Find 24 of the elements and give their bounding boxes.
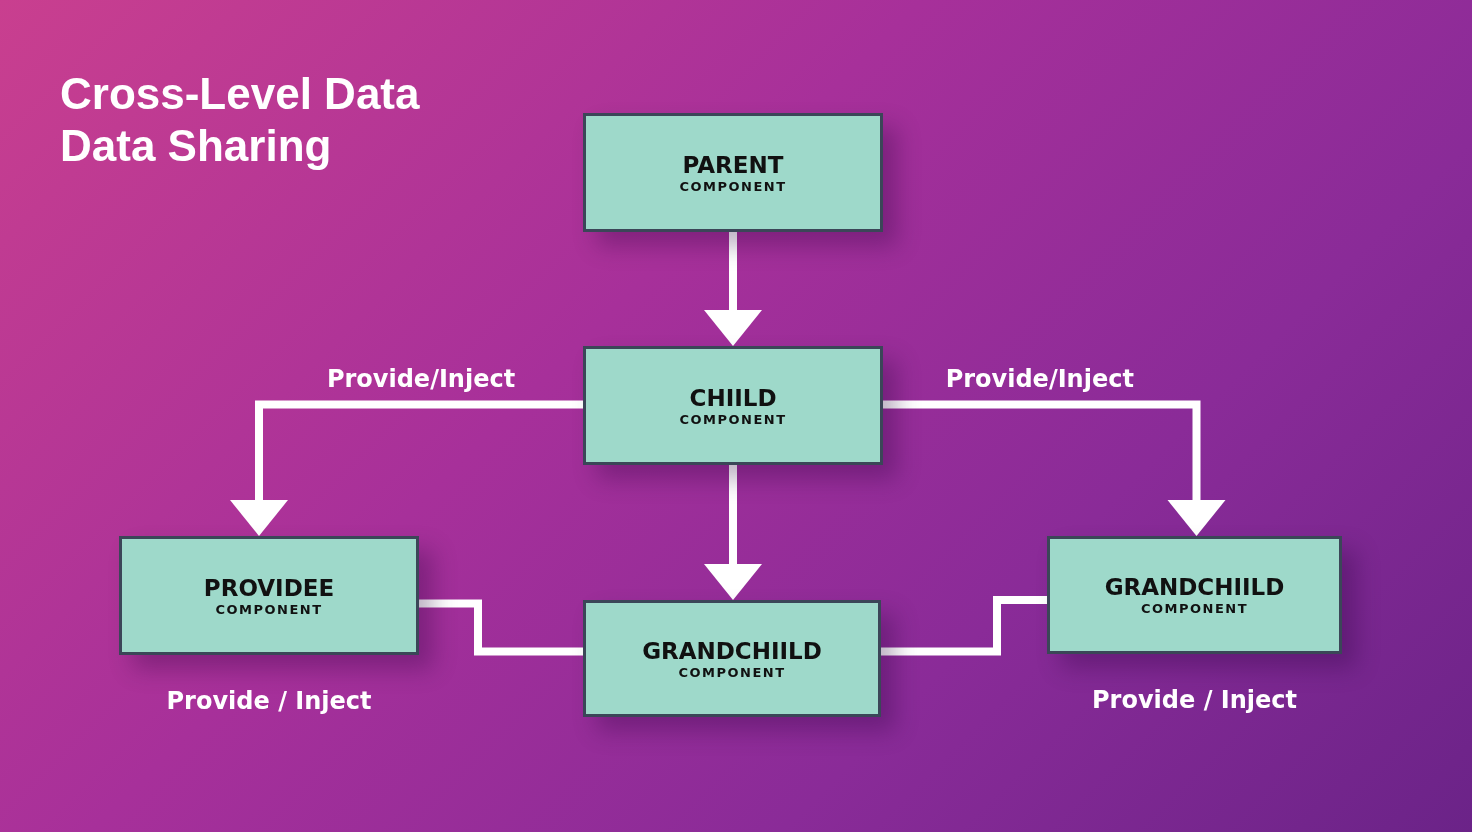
component-box (583, 346, 883, 465)
arrow (704, 465, 762, 600)
component-name: GRANDCHIILD (642, 636, 822, 665)
edge-label: Provide/Inject (326, 364, 516, 393)
component-subtitle: COMPONENT (215, 601, 323, 618)
caption-text: Provide / Inject (166, 687, 372, 715)
component-name: PROVIDEE (203, 573, 335, 602)
component-name: GRANDCHIILD (1104, 573, 1285, 601)
component-box (119, 536, 419, 655)
caption-text: Provide / Inject (1092, 686, 1297, 714)
component-subtitle: COMPONENT (679, 411, 787, 428)
component-subtitle: COMPONENT (678, 664, 786, 681)
arrow (883, 400, 1226, 536)
component-name: CHIILD (689, 383, 777, 412)
component-name: PARENT (682, 150, 784, 179)
edge-label: Provide/Inject (945, 364, 1134, 393)
arrow (230, 400, 583, 536)
component-box (1047, 536, 1342, 654)
component-subtitle: COMPONENT (1140, 601, 1249, 617)
component-subtitle: COMPONENT (679, 178, 787, 195)
arrow (704, 232, 762, 346)
diagram-title: Cross-Level Data Data Sharing (60, 68, 421, 172)
component-box (583, 113, 883, 232)
component-box (583, 600, 881, 717)
